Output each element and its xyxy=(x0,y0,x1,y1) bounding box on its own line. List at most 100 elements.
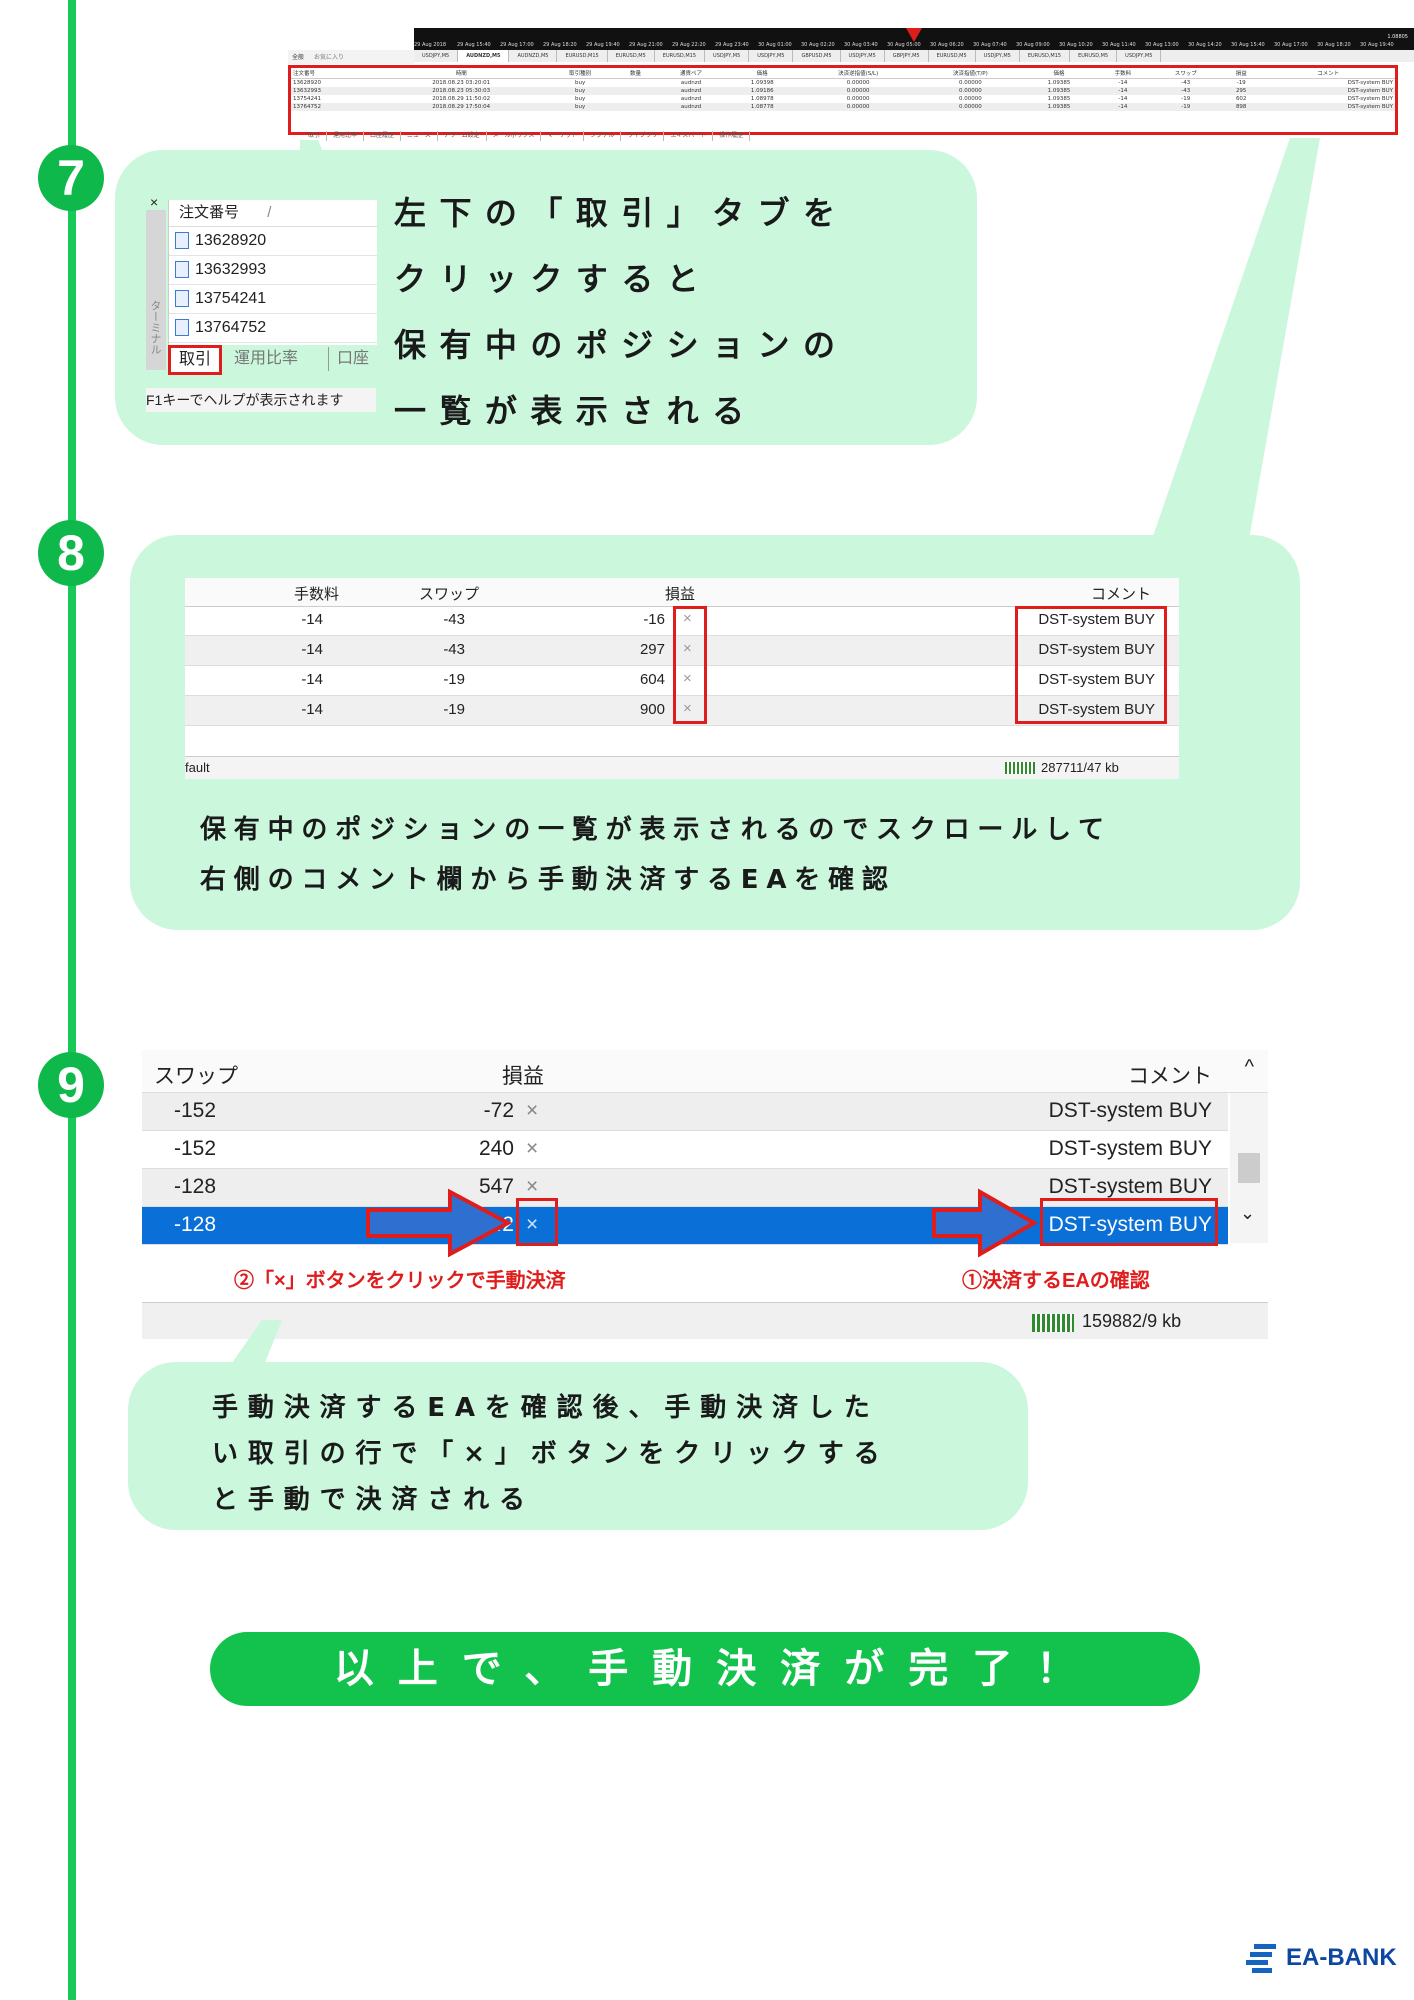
column-header: 数量 xyxy=(615,68,656,79)
chart-tab[interactable]: GBPUSD,M5 xyxy=(793,50,841,62)
comment-column-highlight xyxy=(1015,606,1167,724)
scroll-up-icon[interactable]: ^ xyxy=(1244,1056,1254,1078)
chart-tab[interactable]: EURUSD,M15 xyxy=(557,50,608,62)
order-row[interactable]: 13754241 xyxy=(169,285,377,314)
close-icon[interactable]: × xyxy=(526,1213,539,1236)
comment-value: DST-system BUY xyxy=(1048,1099,1212,1122)
close-icon[interactable]: × xyxy=(526,1175,539,1198)
chart-tab[interactable]: AUDNZD,M5 xyxy=(509,50,558,62)
table-row[interactable]: -128842×DST-system BUY xyxy=(142,1207,1228,1245)
chart-tab[interactable]: USDJPY,M5 xyxy=(976,50,1020,62)
column-header: 価格 xyxy=(726,68,799,79)
table-cell: -14 xyxy=(1118,96,1128,102)
traffic-icon xyxy=(1032,1314,1074,1332)
tab-all[interactable]: 全般 xyxy=(292,54,305,61)
chart-tab[interactable]: USDJPY,M5 xyxy=(705,50,750,62)
chart-tab[interactable]: EURUSD,M15 xyxy=(655,50,706,62)
trade-table: 注文番号時間取引種別数量通貨ペア価格決済逆指値(S/L)決済指値(T/P)価格手… xyxy=(291,68,1395,111)
terminal-tab[interactable]: 口座履歴 xyxy=(364,131,402,141)
chart-tab[interactable]: EURUSD,M5 xyxy=(608,50,655,62)
step-9-screenshot: スワップ 損益 コメント ^ -152-72×DST-system BUY-15… xyxy=(142,1050,1268,1339)
scroll-down-icon[interactable]: ⌄ xyxy=(1240,1203,1256,1223)
comment-highlight xyxy=(1040,1198,1218,1246)
chart-tab[interactable]: EURUSD,M15 xyxy=(1020,50,1071,62)
close-icon[interactable]: × xyxy=(150,194,159,210)
close-icon[interactable]: × xyxy=(683,670,692,687)
terminal-tab[interactable]: 操作履歴 xyxy=(713,131,751,141)
chart-tab[interactable]: AUDNZD,M5 xyxy=(458,50,510,62)
table-cell: 1.09385 xyxy=(1047,80,1071,86)
header-comment: コメント xyxy=(1128,1065,1212,1088)
table-cell: DST-system BUY xyxy=(1347,104,1393,110)
pl-value: 240 xyxy=(478,1137,514,1160)
chart-tab[interactable]: USDJPY,M5 xyxy=(841,50,885,62)
close-icon[interactable]: × xyxy=(683,610,692,627)
time-label: 30 Aug 06:20 xyxy=(930,42,964,48)
bubble-pointer xyxy=(220,1320,282,1380)
time-label: 30 Aug 14:20 xyxy=(1188,42,1222,48)
tab-ratio[interactable]: 運用比率 xyxy=(234,350,299,367)
terminal-tab[interactable]: シグナル xyxy=(584,131,622,141)
step-7-number: 7 xyxy=(38,145,104,211)
time-label: 29 Aug 15:40 xyxy=(457,42,491,48)
table-cell: 0.00000 xyxy=(959,104,982,110)
tab-favorites[interactable]: お気に入り xyxy=(313,54,344,61)
close-icon[interactable]: × xyxy=(526,1099,539,1122)
time-label: 29 Aug 23:40 xyxy=(715,42,749,48)
table-cell: -14 xyxy=(1118,104,1128,110)
tab-account[interactable]: 口座 xyxy=(328,347,369,371)
chart-tab[interactable]: GBPJPY,M5 xyxy=(885,50,929,62)
close-icon[interactable]: × xyxy=(526,1137,539,1160)
order-number: 13764752 xyxy=(195,319,267,336)
order-row[interactable]: 13764752 xyxy=(169,314,377,343)
fee-value: -14 xyxy=(301,701,323,718)
table-cell: 2018.08.29 11:50:02 xyxy=(432,96,491,102)
market-watch-tabs: 全般 お気に入り xyxy=(288,50,414,64)
table-cell: -14 xyxy=(1118,80,1128,86)
close-icon[interactable]: × xyxy=(683,640,692,657)
header-swap: スワップ xyxy=(154,1065,238,1088)
terminal-tab[interactable]: メールボックス xyxy=(487,131,542,141)
table-cell: -14 xyxy=(1118,88,1128,94)
table-cell: 0.00000 xyxy=(846,80,870,86)
table-row[interactable]: -14-43-16×DST-system BUY xyxy=(185,606,1179,636)
tab-trade-highlighted[interactable]: 取引 xyxy=(168,345,223,375)
order-row[interactable]: 13632993 xyxy=(169,256,377,285)
chart-tab[interactable]: EURUSD,M5 xyxy=(1070,50,1118,62)
time-label: 30 Aug 11:40 xyxy=(1102,42,1136,48)
terminal-tab[interactable]: 取引 xyxy=(302,131,328,141)
chart-tab[interactable]: USDJPY,M5 xyxy=(749,50,794,62)
terminal-tab[interactable]: アラーム設定 xyxy=(438,131,487,141)
header-swap: スワップ xyxy=(418,586,479,603)
scrollbar[interactable]: ⌄ xyxy=(1230,1093,1268,1243)
chart-tab[interactable]: USDJPY,M5 xyxy=(414,50,459,62)
order-row[interactable]: 13628920 xyxy=(169,227,377,256)
terminal-tab[interactable]: マーケット xyxy=(541,131,585,141)
table-cell: DST-system BUY xyxy=(1347,88,1393,94)
terminal-tab[interactable]: エキスパート xyxy=(664,131,714,141)
table-cell: audnzd xyxy=(680,80,702,86)
terminal-tab[interactable]: ニュース xyxy=(401,131,438,141)
comment-value: DST-system BUY xyxy=(1048,1213,1212,1236)
terminal-tab[interactable]: ライブラリ xyxy=(621,131,665,141)
table-cell: 0.00000 xyxy=(959,96,982,102)
chart-tab[interactable]: USDJPY,M5 xyxy=(1117,50,1162,62)
fee-value: -14 xyxy=(301,671,323,688)
close-icon[interactable]: × xyxy=(683,700,692,717)
table-cell: 1.09385 xyxy=(1047,88,1071,94)
scroll-thumb[interactable] xyxy=(1238,1153,1260,1183)
table-row[interactable]: -152-72×DST-system BUY xyxy=(142,1093,1228,1131)
column-header: 決済逆指値(S/L) xyxy=(798,68,918,79)
chart-tab[interactable]: EURUSD,M5 xyxy=(929,50,976,62)
terminal-tab[interactable]: 運用比率 xyxy=(327,131,365,141)
table-cell: 0.00000 xyxy=(959,88,982,94)
price-label: 1.08805 xyxy=(1387,34,1408,40)
red-marker-icon xyxy=(906,28,922,42)
